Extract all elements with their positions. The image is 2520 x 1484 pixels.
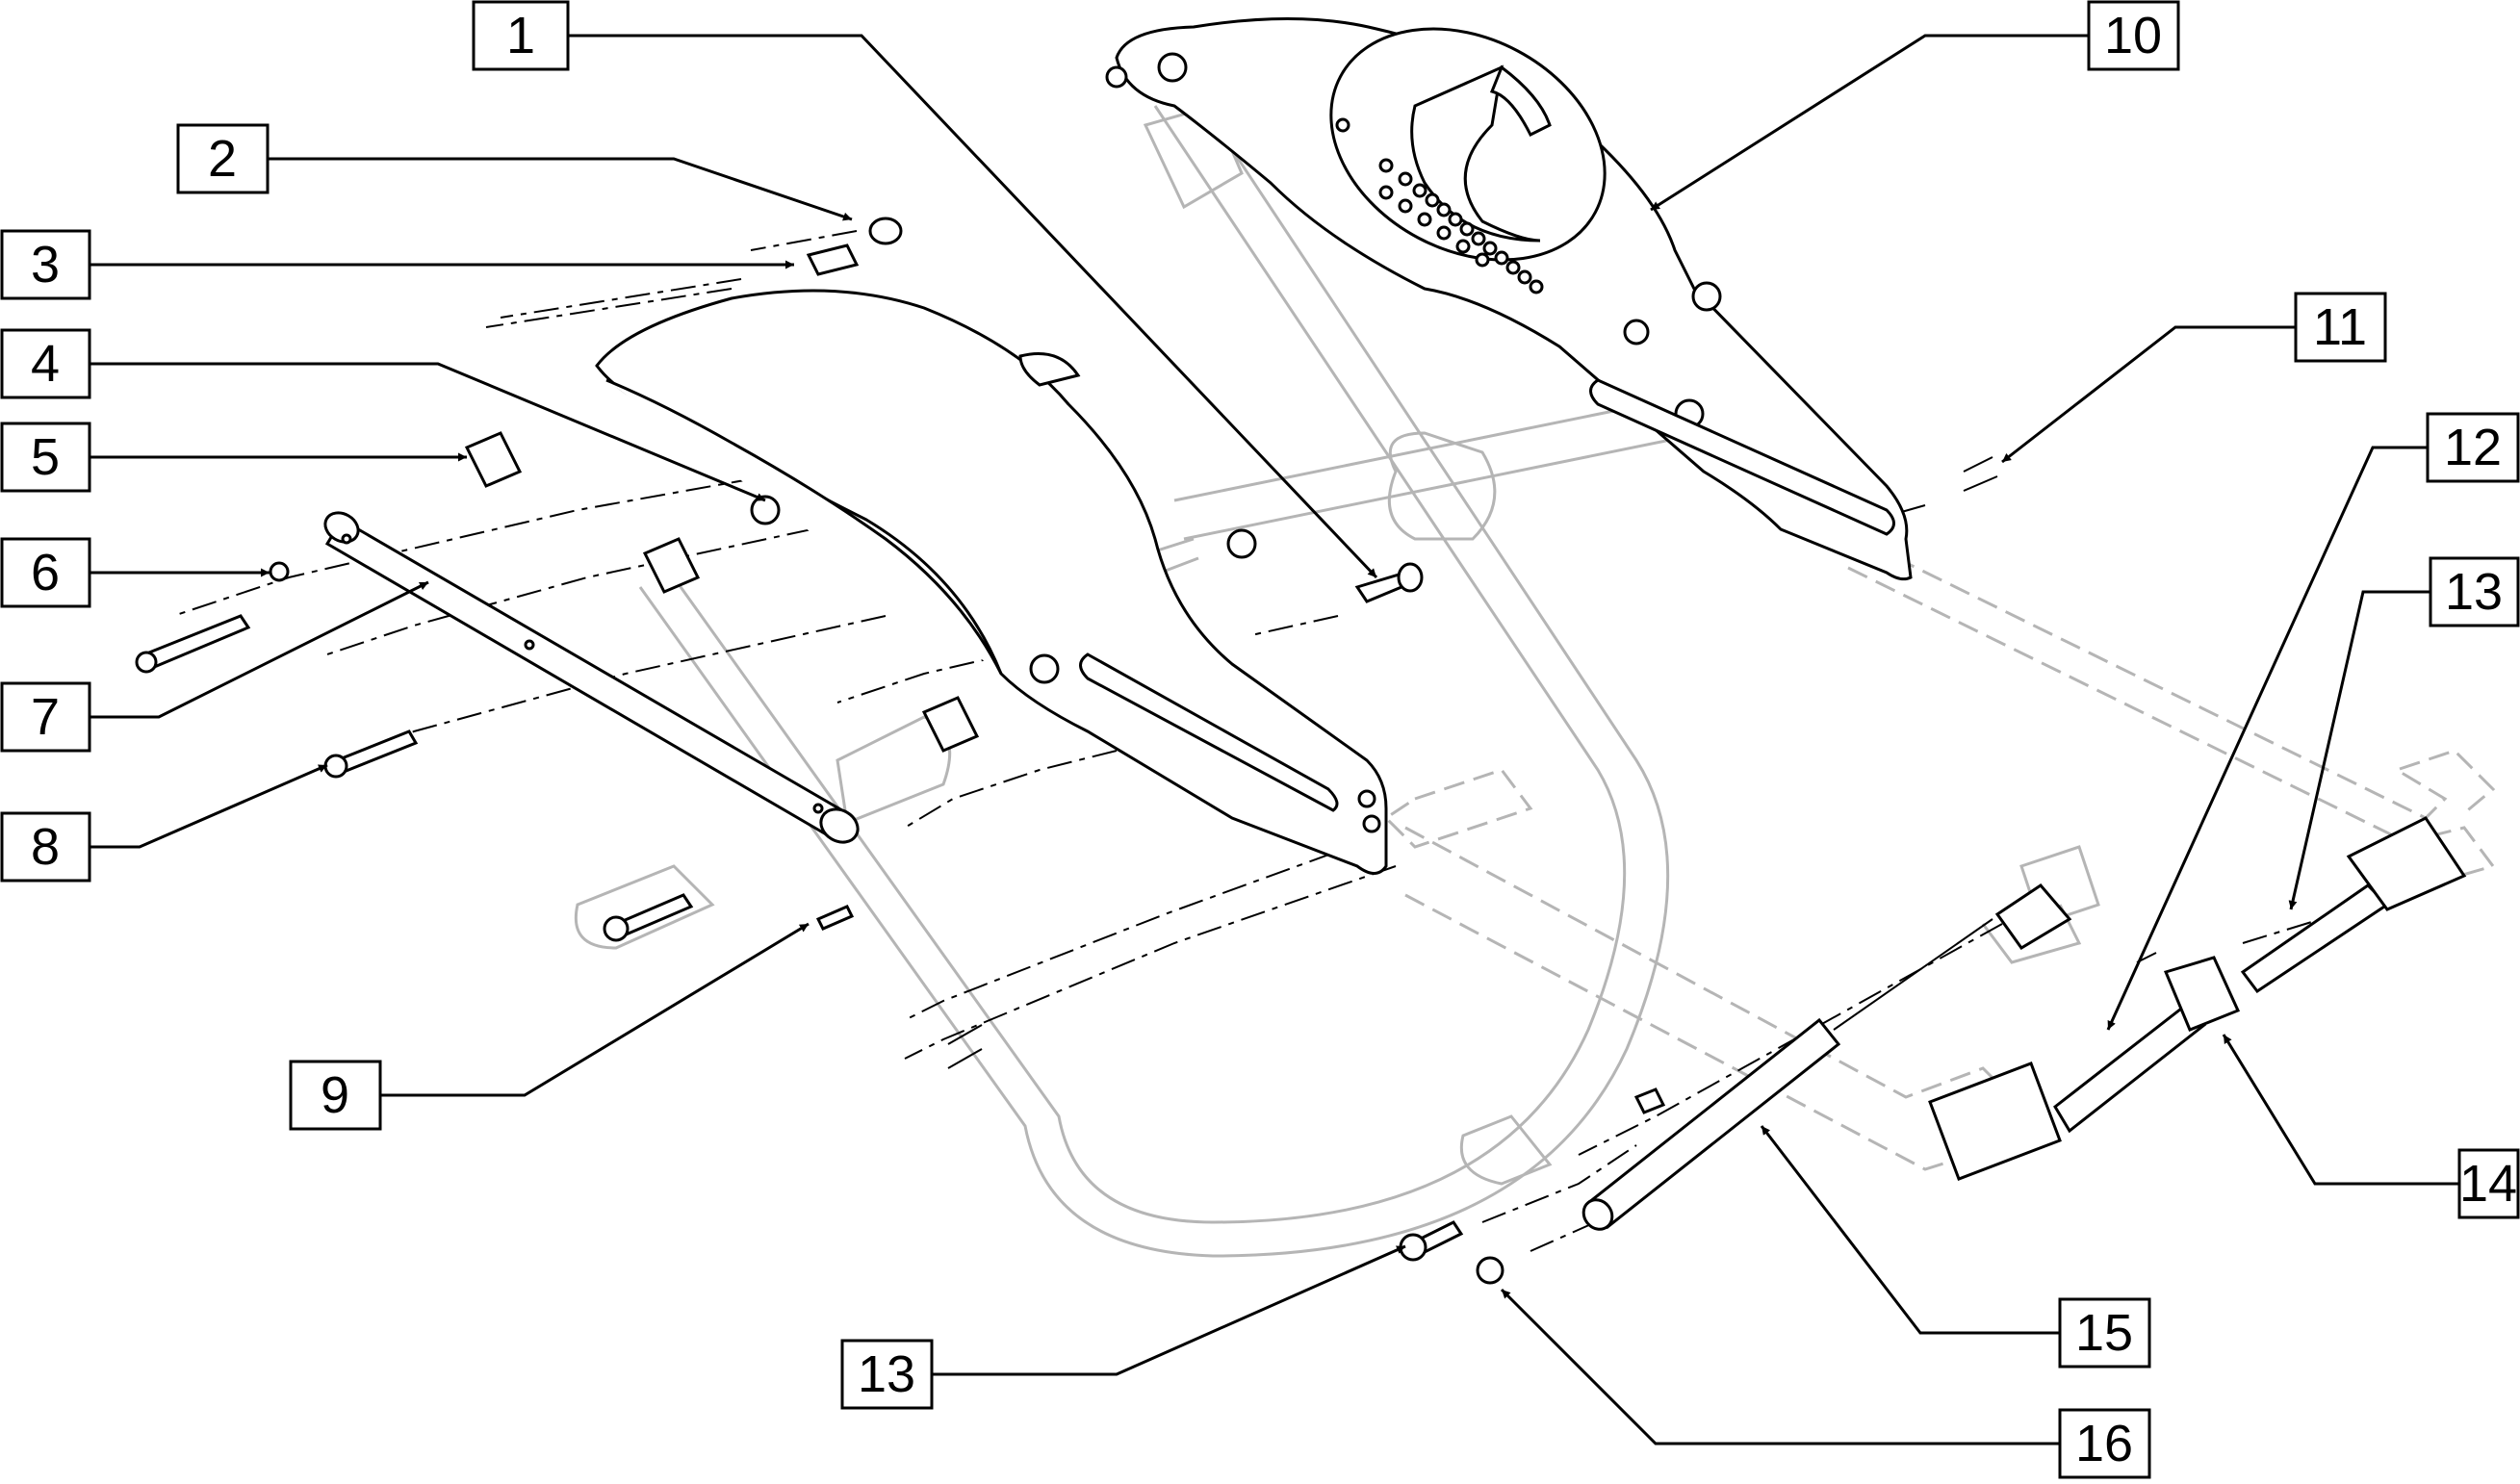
callout-14: 14 <box>2457 1148 2520 1219</box>
leader-lines <box>90 34 2459 1446</box>
gas-strut <box>1581 883 2072 1231</box>
callout-label: 8 <box>31 818 60 876</box>
callout-label: 9 <box>321 1066 349 1124</box>
ghost-frame <box>574 90 2496 1258</box>
callout-label: 6 <box>31 544 60 601</box>
callout-label: 13 <box>2445 563 2503 621</box>
callout-8: 8 <box>0 811 91 883</box>
callout-label: 7 <box>31 688 60 746</box>
callout-5: 5 <box>0 422 91 493</box>
callout-2: 2 <box>176 123 270 194</box>
callout-label: 3 <box>31 236 60 294</box>
callout-label: 2 <box>208 130 237 188</box>
callout-13-lower: 13 <box>840 1339 934 1410</box>
callout-label: 1 <box>506 7 535 64</box>
callout-1: 1 <box>472 0 570 71</box>
callout-16: 16 <box>2058 1408 2151 1479</box>
cross-tube <box>323 511 860 844</box>
callout-6: 6 <box>0 537 91 608</box>
hardware <box>135 217 1998 1285</box>
callout-label: 13 <box>858 1345 915 1403</box>
handle <box>1928 816 2467 1181</box>
callout-label: 16 <box>2075 1415 2133 1472</box>
callout-7: 7 <box>0 681 91 753</box>
upper-side-plate <box>1105 17 1913 581</box>
callout-10: 10 <box>2087 0 2180 71</box>
callout-label: 12 <box>2444 419 2502 476</box>
callout-label: 15 <box>2075 1304 2133 1362</box>
callout-15: 15 <box>2058 1297 2151 1369</box>
lower-side-plate <box>595 289 1388 875</box>
callout-label: 5 <box>31 428 60 486</box>
callout-label: 11 <box>2313 298 2367 356</box>
callout-12: 12 <box>2426 412 2520 483</box>
callout-label: 4 <box>31 335 60 393</box>
callout-4: 4 <box>0 328 91 399</box>
callout-13-upper: 13 <box>2429 556 2520 627</box>
callout-label: 10 <box>2104 7 2162 64</box>
callout-label: 14 <box>2459 1155 2517 1213</box>
callout-3: 3 <box>0 229 91 300</box>
callout-9: 9 <box>289 1060 382 1131</box>
callout-11: 11 <box>2294 292 2387 363</box>
